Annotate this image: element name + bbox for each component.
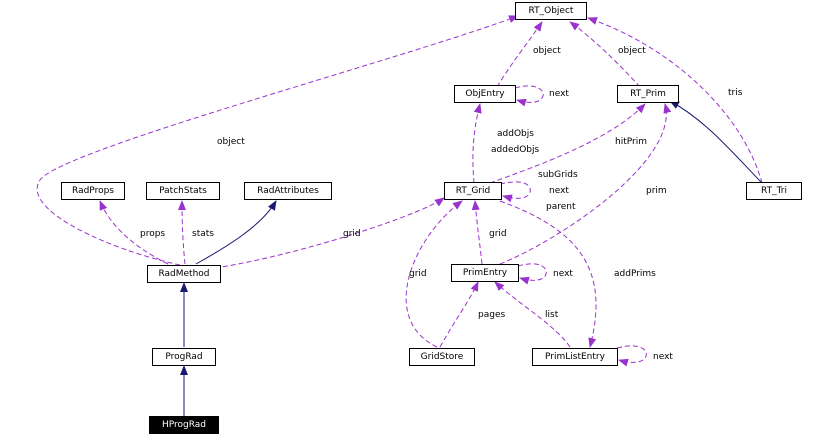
label-prim: prim xyxy=(646,186,667,196)
edge-grid-objentry xyxy=(472,103,482,184)
edge-rttri-rtprim xyxy=(669,100,763,184)
node-rt-prim[interactable]: RT_Prim xyxy=(617,85,679,103)
node-rt-tri[interactable]: RT_Tri xyxy=(746,182,802,200)
edge-gridstore-pages xyxy=(439,281,479,348)
edge-rtprim-object xyxy=(569,21,641,88)
node-primlistentry[interactable]: PrimListEntry xyxy=(532,348,618,366)
label-stats: stats xyxy=(192,229,214,239)
label-props: props xyxy=(140,229,166,239)
edge-radmethod-props xyxy=(99,200,169,265)
label-grid-radmethod: grid xyxy=(343,229,361,239)
label-next-primentry: next xyxy=(553,269,573,279)
label-next-objentry: next xyxy=(549,89,569,99)
label-hitprim: hitPrim xyxy=(615,137,647,147)
edge-primentry-next xyxy=(517,263,547,285)
edge-objentry-object xyxy=(496,21,543,88)
node-prograd[interactable]: ProgRad xyxy=(152,348,216,366)
edge-rttri-tris xyxy=(587,17,763,184)
label-parent: parent xyxy=(546,202,576,212)
edge-radmethod-object xyxy=(36,15,519,266)
label-subgrids: subGrids xyxy=(538,170,578,180)
label-list: list xyxy=(545,310,559,320)
label-grid-gridstore: grid xyxy=(409,269,427,279)
label-next-primlistentry: next xyxy=(653,352,673,362)
edge-grid-addprims xyxy=(499,200,597,348)
edge-radmethod-stats xyxy=(178,200,187,265)
label-addedobjs: addedObjs xyxy=(491,145,540,155)
node-primentry[interactable]: PrimEntry xyxy=(451,264,519,282)
edge-primentry-grid xyxy=(471,200,483,265)
node-gridstore[interactable]: GridStore xyxy=(409,348,475,366)
edge-primlistentry-list xyxy=(494,281,571,348)
edge-primentry-prim xyxy=(499,103,672,265)
node-patchstats[interactable]: PatchStats xyxy=(146,182,220,200)
label-tris: tris xyxy=(728,88,743,98)
edge-gridstore-grid xyxy=(405,200,463,348)
edge-objentry-next xyxy=(514,85,544,107)
edge-radmethod-grid xyxy=(214,197,445,269)
edge-radmethod-radattributes xyxy=(195,200,277,265)
label-pages: pages xyxy=(478,310,506,320)
node-radprops[interactable]: RadProps xyxy=(61,182,125,200)
node-radattributes[interactable]: RadAttributes xyxy=(244,182,332,200)
edge-grid-hitprim xyxy=(489,103,646,184)
node-objentry[interactable]: ObjEntry xyxy=(454,85,516,103)
edge-primlistentry-next xyxy=(616,345,647,367)
label-addobjs: addObjs xyxy=(497,129,534,139)
label-grid-primentry: grid xyxy=(489,229,507,239)
label-object-radmethod: object xyxy=(217,137,245,147)
node-hprograd[interactable]: HProgRad xyxy=(149,416,219,434)
label-object-rtprim: object xyxy=(618,46,646,56)
node-radmethod[interactable]: RadMethod xyxy=(147,265,221,283)
edge-grid-self xyxy=(499,181,531,203)
node-rt-grid[interactable]: RT_Grid xyxy=(444,182,502,200)
label-next-grid: next xyxy=(549,186,569,196)
label-addprims: addPrims xyxy=(614,269,656,279)
node-rt-object[interactable]: RT_Object xyxy=(515,2,587,20)
label-object-objentry: object xyxy=(533,46,561,56)
